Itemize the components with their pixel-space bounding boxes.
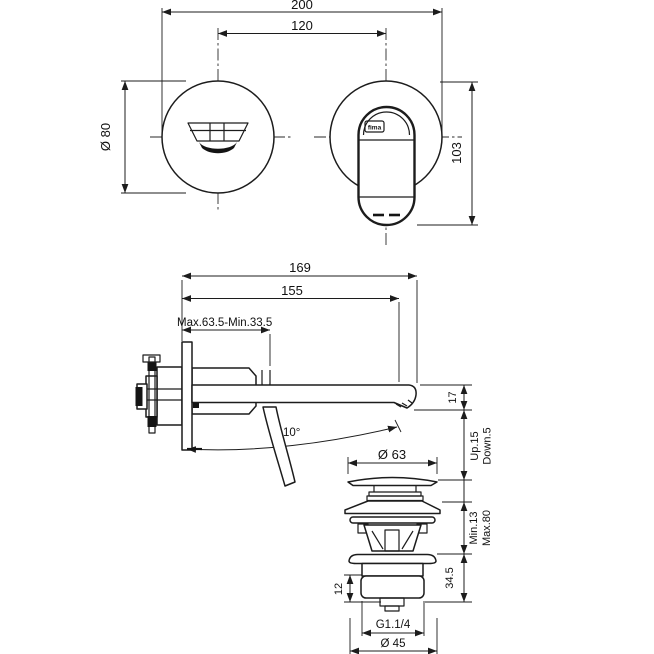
drain-view: Ø 63	[333, 410, 494, 654]
spout-aerator-front	[187, 122, 249, 154]
dim-up-label: Up.15	[469, 431, 481, 460]
drain-lower-flange	[348, 553, 437, 565]
dim-max-label: Max.80	[481, 510, 493, 546]
dim-169-label: 169	[289, 260, 311, 275]
drain-thread	[360, 575, 425, 599]
drain-washer	[349, 516, 436, 524]
dim-200-label: 200	[291, 0, 313, 12]
brand-logo-box	[364, 120, 385, 133]
dim-d80-label: Ø 80	[98, 123, 113, 151]
drain-outlet-nub	[379, 597, 405, 612]
brand-logo: fima	[368, 125, 382, 132]
drain-cone-flange	[344, 500, 441, 515]
dim-17-label: 17	[447, 391, 459, 403]
handle-front: fima	[357, 105, 416, 227]
dim-155-label: 155	[281, 283, 303, 298]
drain-body	[361, 562, 424, 577]
dim-angle-label: 10°	[283, 427, 300, 439]
supply-hose	[262, 406, 296, 487]
drain-cap	[347, 476, 438, 487]
swivel-arc	[186, 425, 398, 453]
dim-d45-label: Ø 45	[381, 638, 406, 650]
wall-plate	[181, 341, 193, 451]
spout-escutcheon-circle	[161, 80, 275, 194]
dim-down-label: Down.5	[482, 427, 494, 464]
dim-103-label: 103	[449, 142, 464, 164]
dim-d63-label: Ø 63	[378, 447, 406, 462]
valve-assembly	[135, 354, 183, 434]
side-view: 169 155 Max.63.5-Min.33.5 10°	[135, 260, 472, 487]
drain-clamp	[357, 523, 428, 552]
set-screw	[193, 403, 199, 408]
dim-thread-label: G1.1/4	[376, 619, 411, 631]
dim-wall-depth-label: Max.63.5-Min.33.5	[177, 317, 272, 329]
dim-120-label: 120	[291, 18, 313, 33]
top-view: 200 120 Ø 80	[98, 0, 478, 245]
aerator-ticks	[395, 399, 413, 408]
spout	[191, 384, 417, 409]
dim-min-label: Min.13	[468, 511, 480, 544]
drain-neck	[366, 485, 424, 502]
dim-345-label: 34.5	[444, 567, 456, 588]
dim-12-label: 12	[333, 583, 345, 595]
